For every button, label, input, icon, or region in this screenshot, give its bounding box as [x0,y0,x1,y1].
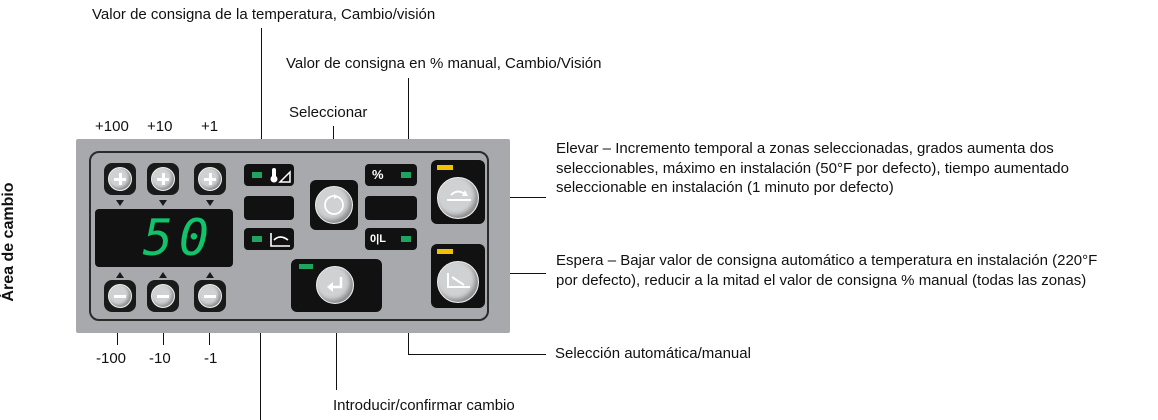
down-arrow-icon [116,200,124,206]
label-minus-10: -10 [149,350,171,367]
cycle-icon [324,194,344,215]
plus-100-button[interactable] [104,163,136,195]
setback-led [252,236,262,242]
boost-button[interactable] [431,160,485,224]
leader-auto-manual-h [408,354,546,355]
label-plus-10: +10 [147,118,173,135]
label-select: Seleccionar [289,104,368,121]
up-arrow-icon [206,272,214,278]
percent-icon: % [372,167,384,182]
up-arrow-icon [159,272,167,278]
label-standby-text: Espera – Bajar valor de consigna automát… [556,252,1098,289]
setback-icon [270,233,290,247]
temp-setpoint-window [244,196,294,220]
minus-100-button[interactable] [104,280,136,312]
label-enter: Introducir/confirmar cambio [333,397,515,414]
temperature-display: 50 [95,209,233,267]
label-manual-percent: Valor de consigna en % manual, Cambio/Vi… [286,55,602,72]
label-minus-100: -100 [96,350,127,367]
auto-manual-led [401,236,411,242]
minus-10-button[interactable] [147,280,179,312]
select-button[interactable] [310,180,358,230]
enter-led [299,264,313,269]
boost-led [437,165,453,170]
control-panel-frame [89,151,489,321]
label-standby: Espera – Bajar valor de consigna automát… [556,251,1116,290]
standby-icon [447,273,470,288]
down-arrow-icon [206,200,214,206]
percent-led [401,172,411,178]
label-plus-100: +100 [95,118,129,135]
temp-setpoint-led [252,172,262,178]
label-plus-1: +1 [201,118,219,135]
standby-led [437,249,453,254]
down-arrow-icon [159,200,167,206]
percent-button[interactable]: % [365,164,417,186]
plus-10-button[interactable] [147,163,179,195]
label-boost: Elevar – Incremento temporal a zonas sel… [556,139,1146,198]
standby-button[interactable] [431,244,485,308]
auto-manual-icon: 0|L [370,233,386,245]
leader-enter [336,310,337,390]
auto-manual-button[interactable]: 0|L [365,228,417,250]
label-temp-setpoint: Valor de consigna de la temperatura, Cam… [92,6,436,23]
enter-button[interactable] [291,259,382,312]
minus-1-button[interactable] [194,280,226,312]
leader-temp-setpoint [261,28,262,164]
thermometer-icon [270,168,291,183]
boost-icon [447,190,471,201]
label-auto-manual: Selección automática/manual [555,345,751,362]
enter-arrow-icon [327,277,343,292]
temp-setpoint-button[interactable] [244,164,294,186]
plus-1-button[interactable] [194,163,226,195]
label-boost-text: Elevar – Incremento temporal a zonas sel… [556,140,1069,196]
percent-window [365,196,417,220]
up-arrow-icon [116,272,124,278]
label-minus-1: -1 [204,350,218,367]
setback-button[interactable] [244,228,294,250]
leader-manual-percent [408,78,409,164]
side-title: Área de cambio [0,182,17,302]
